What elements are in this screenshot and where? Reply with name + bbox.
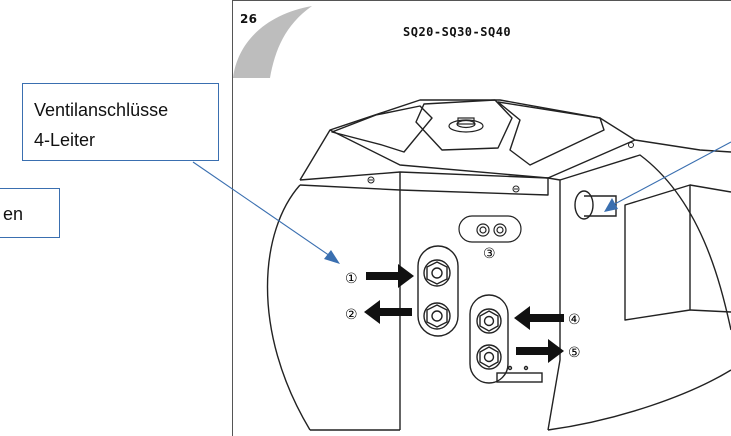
- connector-group-3: [458, 215, 522, 243]
- arrow-5-right: [516, 339, 564, 363]
- page-title: SQ20-SQ30-SQ40: [403, 25, 512, 39]
- callout-left-text: en: [3, 204, 24, 224]
- arrow-4-left: [514, 306, 564, 330]
- callout-left-partial: en: [0, 188, 60, 238]
- connector-group-4-5: [469, 294, 543, 384]
- top-knob: [448, 117, 484, 133]
- flow-arrows: [364, 264, 564, 363]
- callout-line-1: Ventilanschlüsse: [34, 100, 169, 120]
- leader-arrowhead-main: [324, 250, 340, 264]
- marker-4: ④: [568, 312, 581, 328]
- page-number: 26: [240, 12, 258, 26]
- arrow-1-right: [366, 264, 414, 288]
- marker-1: ①: [345, 271, 358, 287]
- leader-arrowheads: [324, 198, 618, 264]
- marker-2: ②: [345, 307, 358, 323]
- marker-3: ③: [483, 246, 496, 262]
- callout-line-2: 4-Leiter: [34, 130, 96, 150]
- screws: [367, 142, 634, 193]
- corner-tab: [233, 6, 312, 78]
- leader-lines: [192, 141, 731, 259]
- connector-group-1-2: [417, 245, 459, 337]
- leader-arrowhead-right: [604, 198, 618, 212]
- marker-5: ⑤: [568, 345, 581, 361]
- callout-valve-connections: Ventilanschlüsse 4-Leiter: [22, 83, 219, 161]
- unit-outline: [266, 99, 731, 431]
- arrow-2-left: [364, 300, 412, 324]
